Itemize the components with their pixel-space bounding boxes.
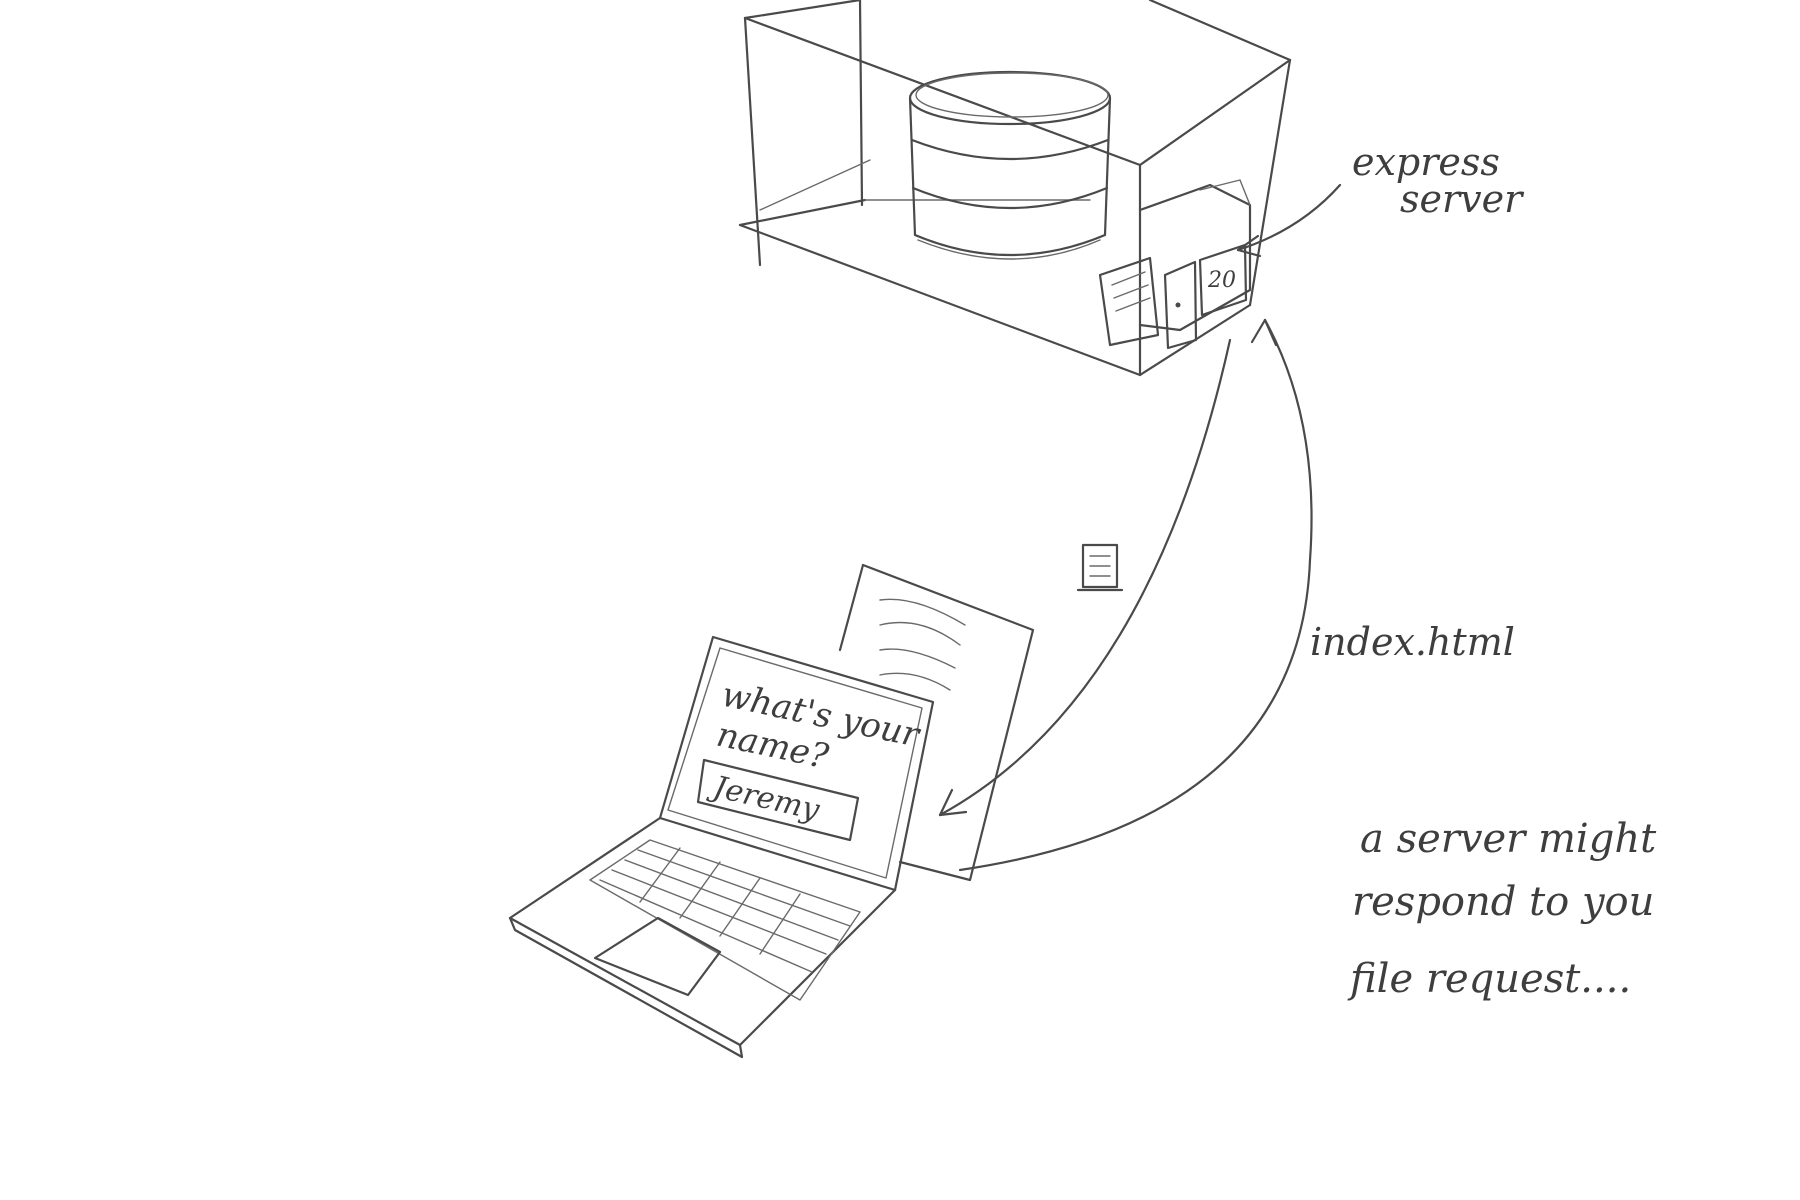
database-icon [908, 70, 1112, 260]
file-icon [1076, 543, 1124, 592]
door-number-label: 20 [1207, 268, 1236, 293]
laptop-icon [508, 635, 935, 1059]
index-html-label: index.html [1310, 620, 1515, 664]
caption-line2: respond to you [1352, 879, 1654, 925]
caption-line1: a server might [1360, 816, 1657, 862]
express-server-label-line2: server [1400, 177, 1525, 221]
express-server-label-line1: express [1352, 140, 1500, 184]
server-box [738, 0, 1292, 377]
express-server-pointer-arrow [1236, 183, 1342, 258]
request-arrow [958, 318, 1313, 872]
caption-line3: file request.... [1347, 956, 1631, 1002]
express-server-storefront [1098, 179, 1252, 350]
laptop-name-input [696, 758, 860, 842]
response-arrow [938, 338, 1232, 817]
html-document-page [838, 563, 1035, 882]
